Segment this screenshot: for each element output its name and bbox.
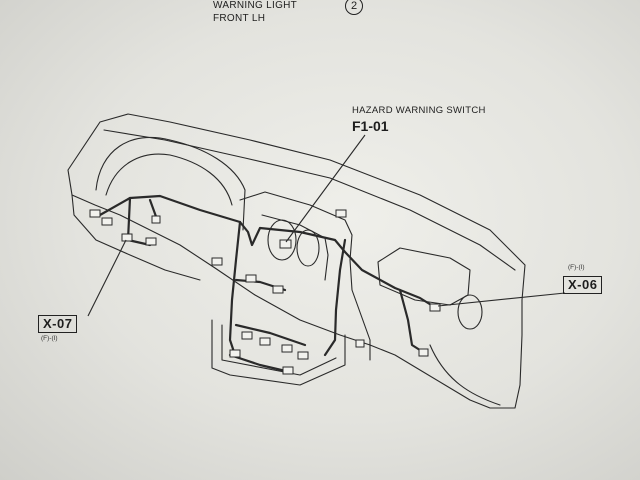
connector [211, 257, 223, 266]
connector [245, 274, 257, 283]
connector [89, 209, 101, 218]
harness-console-right [323, 238, 347, 357]
x07-callout-box: X-07 [38, 315, 78, 333]
connector [335, 209, 347, 218]
center-vent-right [296, 229, 320, 267]
left-lower-edge [71, 194, 201, 281]
connector [121, 233, 133, 242]
cluster-hood-inner [105, 153, 233, 206]
connector-x06 [429, 303, 441, 312]
center-vent-left [267, 219, 297, 261]
connector [241, 331, 253, 340]
connector [145, 237, 157, 246]
x06-callout-box: X-06 [563, 276, 603, 294]
harness-main [98, 194, 438, 310]
reference-number-circle: 2 [345, 0, 363, 15]
right-vent [457, 294, 483, 330]
passenger-lower [429, 344, 501, 406]
harness-lower-console [228, 353, 292, 374]
harness-console-left [228, 220, 242, 357]
connector [418, 348, 429, 357]
x06-sub-label: (F)-(I) [568, 264, 585, 271]
connector-hazard-switch [279, 239, 292, 249]
connector [281, 344, 293, 353]
leader-x06 [437, 292, 566, 307]
center-console [239, 191, 371, 361]
hazard-switch-code: F1-01 [352, 118, 389, 134]
connector [101, 217, 113, 226]
connector [259, 337, 271, 346]
connector [229, 349, 241, 358]
hazard-switch-label: HAZARD WARNING SWITCH [352, 105, 486, 116]
dashboard-top-inner [103, 129, 516, 271]
connector [272, 285, 284, 294]
x07-sub-label: (F)-(I) [41, 335, 58, 342]
harness-right-drop [398, 288, 425, 354]
connector [297, 351, 309, 360]
warning-light-label: WARNING LIGHT [213, 0, 298, 11]
connector [151, 215, 161, 224]
connector [282, 366, 294, 375]
cluster-hood [95, 136, 246, 231]
front-lh-label: FRONT LH [213, 13, 266, 24]
leader-x07 [87, 239, 127, 317]
connector [355, 339, 365, 348]
leader-hazard-switch [285, 134, 366, 243]
glovebox [377, 247, 471, 306]
console-lower [211, 319, 346, 386]
dashboard-outline [67, 113, 526, 409]
console-lower-inner [221, 324, 337, 376]
